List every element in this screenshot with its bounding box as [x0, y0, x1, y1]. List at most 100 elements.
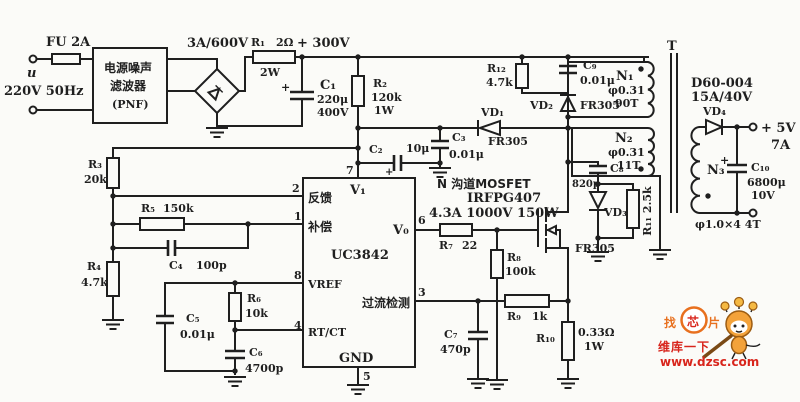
- diode-vd3: [588, 191, 608, 211]
- c6-value: 4700p: [245, 362, 284, 375]
- filter-line2: 滤波器: [110, 78, 147, 93]
- pin2-label: 反馈: [308, 190, 332, 205]
- magnifier-icon: [680, 306, 708, 334]
- watermark-brand: 维库一下: [658, 339, 710, 354]
- c10-voltage: 10V: [751, 189, 775, 202]
- capacitor-c2: [392, 155, 403, 171]
- n1-phase-dot: [638, 66, 644, 72]
- r4-value: 4.7k: [81, 276, 108, 289]
- mains-label: 220V 50Hz: [4, 84, 84, 99]
- r12-value: 4.7k: [486, 76, 513, 89]
- pin1-number: 1: [294, 210, 302, 223]
- c10-name: C₁₀: [751, 161, 770, 174]
- output-section: D60-004 15A/40V VD₄ + 5V 7A + C₁₀ 6800μ …: [691, 76, 796, 218]
- input-section: FU 2A u 220V 50Hz 电源噪声 滤波器 (PNF) 3A/600V: [4, 35, 249, 138]
- r12-name: R₁₂: [487, 62, 506, 75]
- capacitor-c8: [589, 164, 607, 175]
- snubber-section: R₁₂ 4.7k C₉ 0.01μ VD₂ FR305: [486, 59, 620, 112]
- pin8-number: 8: [294, 269, 302, 282]
- n1-turns: 90T: [615, 97, 639, 110]
- pin2-number: 2: [292, 182, 300, 195]
- r7-value: 22: [462, 239, 477, 252]
- ground-r10: [557, 378, 579, 389]
- resistor-r2: [351, 75, 365, 107]
- input-terminal-top: [28, 54, 38, 64]
- ic-part-number: UC3842: [331, 248, 389, 263]
- ground-r8: [486, 379, 508, 390]
- n2-wire: φ0.31: [608, 146, 645, 159]
- mascot: [702, 296, 761, 360]
- c4-value: 100p: [196, 259, 227, 272]
- winding-n3: [690, 125, 702, 215]
- resistor-r8: [490, 249, 504, 279]
- r1-value: 2Ω: [276, 36, 294, 49]
- n2-name: N₂: [615, 131, 633, 146]
- c8-name: C₈: [610, 162, 624, 175]
- pin1-label: 补偿: [307, 219, 332, 234]
- c10-value: 6800μ: [747, 176, 786, 189]
- ground-c7: [467, 378, 489, 389]
- r8-name: R₈: [507, 251, 521, 264]
- pin6-label: V₀: [392, 223, 409, 238]
- vd3-type: FR305: [575, 242, 615, 255]
- diode-vd4: [705, 118, 725, 136]
- c1-name: C₁: [320, 78, 336, 93]
- resistor-r1: [252, 50, 296, 64]
- winding-n2: [571, 127, 655, 177]
- r3-name: R₃: [88, 158, 102, 171]
- watermark-url: www.dzsc.com: [660, 355, 759, 369]
- c2-polarity: +: [385, 167, 393, 178]
- fuse-label: FU 2A: [46, 35, 91, 50]
- resistor-r7: [439, 223, 473, 237]
- c1-value: 220μ: [317, 93, 348, 106]
- winding-n1: [567, 61, 655, 118]
- capacitor-c1: [290, 90, 314, 101]
- clamp-section: C₈ 820p VD₃ FR305 R₁₁ 2.5k: [572, 162, 654, 262]
- c7-name: C₇: [444, 328, 458, 341]
- n3-name: N₃: [707, 163, 725, 178]
- mosfet-label-line2: IRFPG407: [467, 191, 541, 206]
- vd3-name: VD₃: [603, 206, 627, 219]
- r7-name: R₇: [439, 239, 453, 252]
- n2-turns: 11T: [617, 159, 641, 172]
- c5-value: 0.01μ: [180, 328, 215, 341]
- n3-spec: φ1.0×4 4T: [695, 218, 761, 231]
- n3-phase-dot: [705, 193, 711, 199]
- capacitor-c5: [156, 314, 174, 325]
- pin6-number: 6: [418, 214, 426, 227]
- r9-name: R₉: [507, 310, 521, 323]
- c1-voltage: 400V: [317, 106, 349, 119]
- uc3842-ic: UC3842 7 V₁ 2 反馈 1 补偿 8 VREF 4 RT/CT 6 V…: [292, 164, 426, 395]
- pin5-number: 5: [363, 370, 371, 383]
- c7-value: 470p: [440, 343, 471, 356]
- r10-power: 1W: [584, 340, 605, 353]
- capacitor-c3: [431, 139, 449, 150]
- resistor-r9: [504, 294, 550, 308]
- filter-line3: (PNF): [112, 98, 149, 111]
- r2-value: 120k: [371, 91, 402, 104]
- n1-name: N₁: [616, 69, 634, 84]
- watermark-xin: 芯: [687, 314, 699, 329]
- vd4-part: D60-004: [691, 76, 753, 91]
- r8-value: 100k: [505, 265, 536, 278]
- capacitor-c10: [727, 163, 747, 174]
- r5-value: 150k: [163, 202, 194, 215]
- pin5-label: GND: [339, 351, 373, 366]
- r6-name: R₆: [247, 292, 261, 305]
- filter-line1: 电源噪声: [104, 60, 152, 75]
- output-voltage: + 5V: [761, 121, 796, 136]
- bulk-section: + C₁ 220μ 400V R₂ 120k 1W: [281, 75, 402, 119]
- resistor-r3: [106, 157, 120, 189]
- uc3842-body: [302, 177, 416, 368]
- resistor-r10: [561, 321, 575, 361]
- r1-name: R₁: [251, 36, 265, 49]
- output-terminal-negative: [748, 208, 758, 218]
- vd1-type: FR305: [488, 135, 528, 148]
- drive-section: R₇ 22 N 沟道MOSFET IRFPG407 4.3A 1000V 150…: [429, 176, 569, 390]
- ground-c6: [224, 376, 246, 387]
- transformer-section: N₁ φ0.31 90T N₂ φ0.31 11T T N₃ φ1.0×4 4T: [567, 39, 761, 260]
- core-label: T: [667, 39, 677, 54]
- ground-c3: [429, 167, 451, 178]
- watermark: 找 芯 片 维库一下 www.dzsc.com: [658, 296, 761, 369]
